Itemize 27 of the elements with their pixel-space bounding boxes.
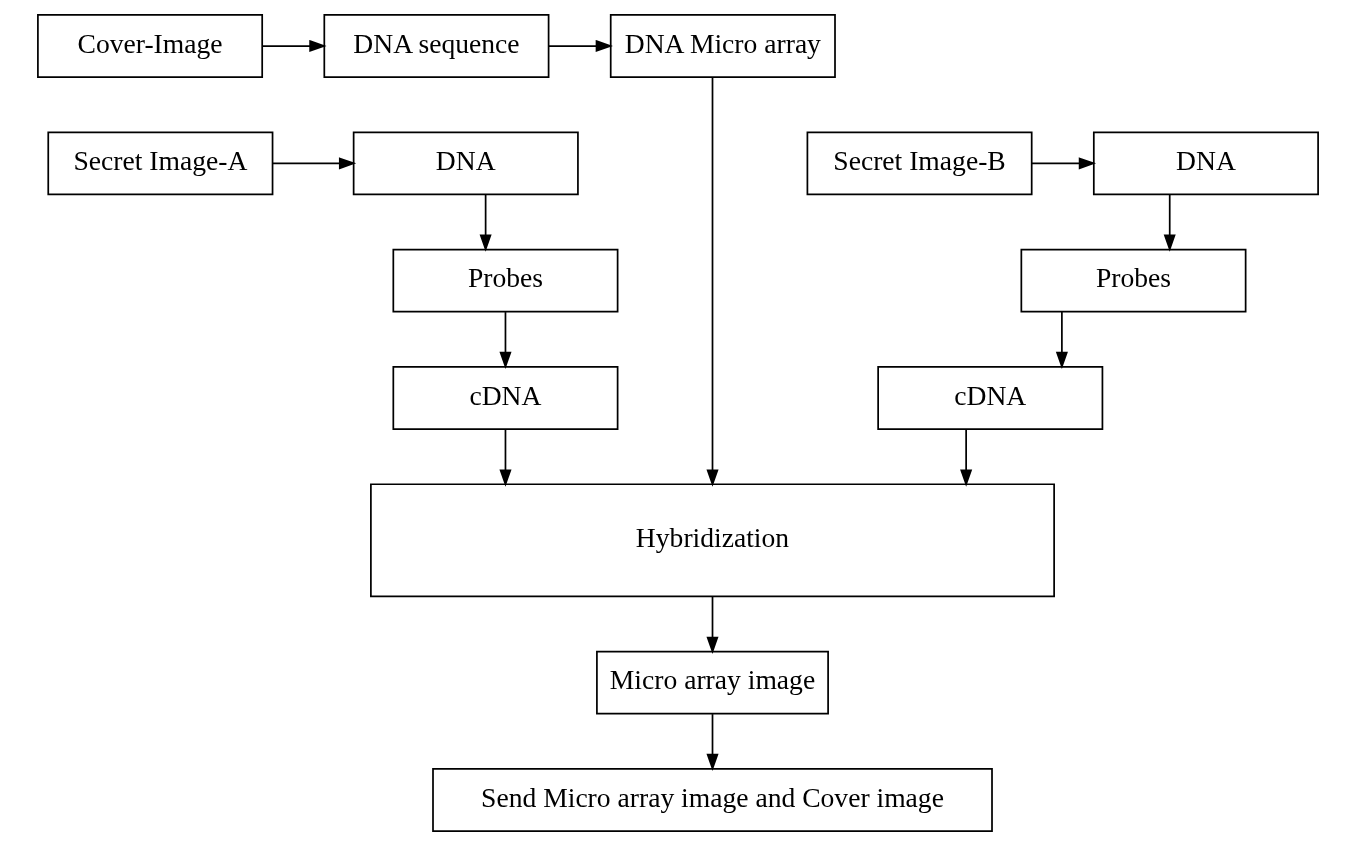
arrow: [705, 76, 719, 487]
node-box: DNA Micro array: [609, 14, 836, 78]
arrow: [705, 713, 719, 772]
node-box: DNA: [1092, 131, 1319, 196]
arrow: [271, 157, 356, 170]
node-box: Hybridization: [369, 483, 1055, 598]
arrow: [498, 311, 511, 370]
node-box: cDNA: [876, 366, 1103, 430]
arrow: [1163, 193, 1176, 252]
node-box: Secret Image-B: [806, 131, 1033, 196]
node-box: Cover-Image: [36, 14, 263, 78]
arrow: [479, 193, 492, 252]
node-box: Probes: [391, 248, 618, 313]
arrow: [1030, 157, 1096, 170]
arrow: [498, 428, 511, 487]
node-box: DNA: [352, 131, 579, 196]
node-box: cDNA: [391, 366, 618, 430]
arrow: [261, 39, 327, 53]
node-box: Send Micro array image and Cover image: [431, 768, 993, 832]
node-box: Micro array image: [595, 650, 829, 715]
arrow: [1055, 311, 1068, 370]
node-box: DNA sequence: [322, 14, 549, 78]
arrow: [705, 595, 719, 654]
arrow: [547, 39, 613, 53]
node-box: Secret Image-A: [46, 131, 273, 196]
node-box: Probes: [1019, 248, 1246, 313]
arrow: [959, 428, 972, 487]
